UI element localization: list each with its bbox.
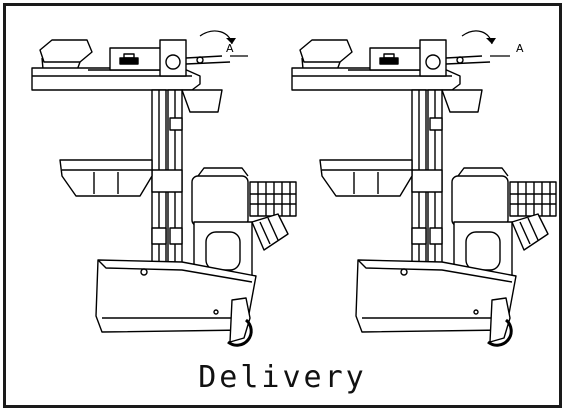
- drawing-border: [3, 3, 562, 408]
- rotation-arrow-icon: [461, 30, 493, 45]
- callout-label: A: [516, 42, 524, 55]
- machine-view-right: A: [290, 30, 558, 347]
- callout-label: A: [226, 42, 234, 55]
- drawing-caption: Delivery: [198, 360, 367, 395]
- machine-view-left: A: [30, 30, 298, 347]
